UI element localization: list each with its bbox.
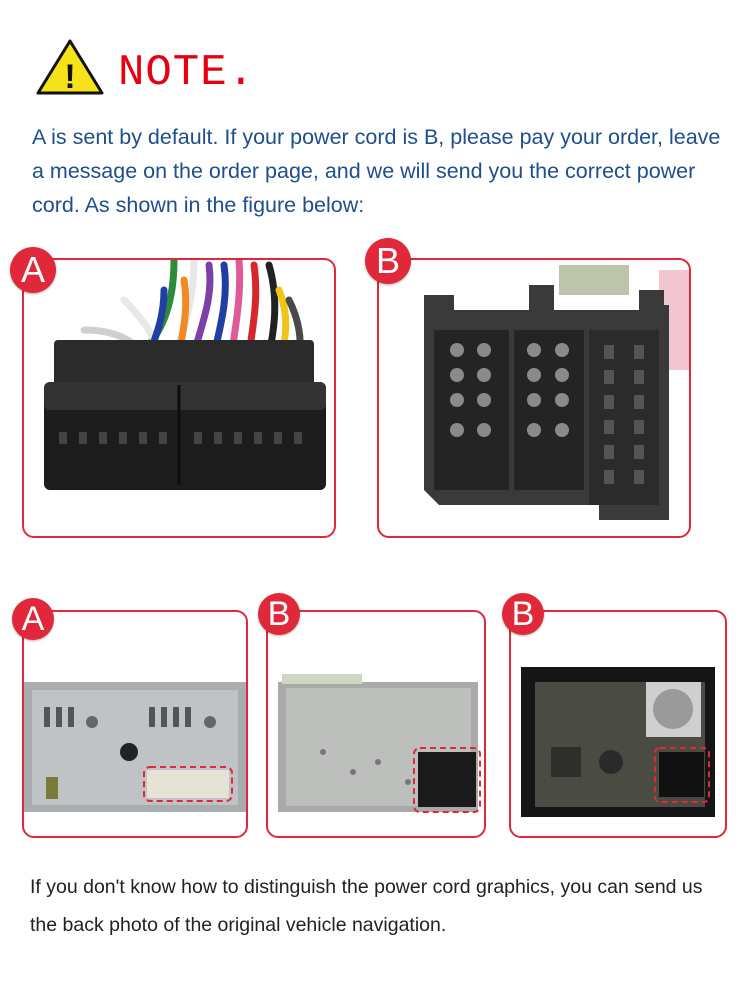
label-a-badge: A	[10, 247, 56, 293]
footer-text: If you don't know how to distinguish the…	[30, 876, 703, 936]
intro-text: A is sent by default. If your power cord…	[32, 125, 721, 217]
warning-glyph: !	[64, 58, 75, 96]
connector-a-frame	[22, 258, 336, 538]
note-title: NOTE.	[118, 48, 256, 98]
connector-a-photo	[44, 260, 326, 490]
label-b-badge: B	[365, 238, 411, 284]
unit-a-photo	[24, 682, 246, 812]
unit-b1-photo	[278, 674, 481, 813]
unit-b2-photo	[521, 667, 715, 817]
warning-triangle-icon: !	[36, 39, 104, 96]
unit-b1-frame	[266, 610, 486, 838]
unit-b2-badge: B	[502, 593, 544, 635]
unit-a-frame	[22, 610, 248, 838]
unit-b2-frame	[509, 610, 727, 838]
connector-b-photo	[424, 265, 689, 520]
connector-b-frame	[377, 258, 691, 538]
unit-b1-badge: B	[258, 593, 300, 635]
unit-a-badge: A	[12, 598, 54, 640]
